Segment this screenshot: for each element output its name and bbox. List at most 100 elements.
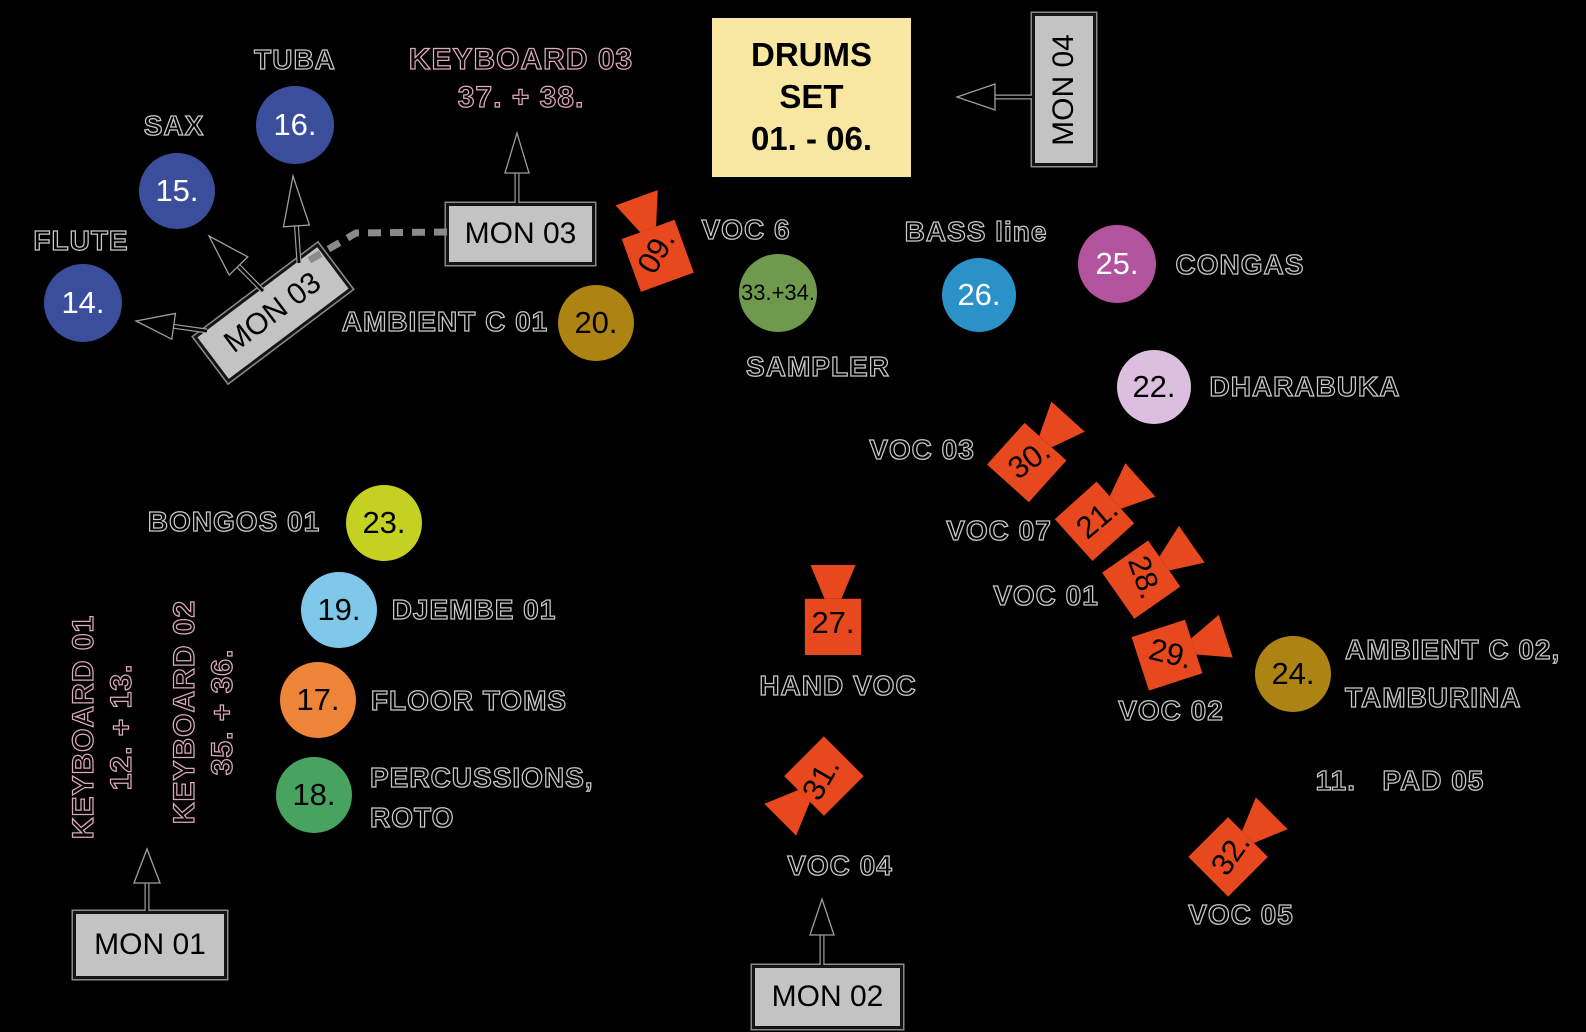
flute-number: 14. [61, 285, 105, 320]
mic-31: 31. [747, 723, 877, 853]
pad-05-label: 11. PAD 05 [1315, 764, 1485, 798]
ambient-c-01-circle: 20. [558, 285, 634, 361]
mic-32: 32. [1175, 780, 1305, 910]
bongos-01-number: 23. [362, 505, 406, 540]
voc-02-label-line: VOC 02 [1118, 694, 1224, 726]
arrow-mon04-left [954, 83, 1032, 111]
ambient-c-01-number: 20. [574, 305, 618, 340]
keyboard-02-label-line: 35. + 36. [205, 648, 239, 776]
voc-04-label-line: VOC 04 [787, 849, 893, 881]
arrow-mon03-to-sax [207, 234, 265, 293]
bongos-01-label-line: BONGOS 01 [147, 505, 321, 537]
arrow-mon03-to-tuba [282, 173, 311, 264]
keyboard-01-label-line: KEYBOARD 01 [66, 614, 100, 840]
flute-label: FLUTE [33, 224, 128, 258]
mon-04: MON 04 [1032, 13, 1096, 166]
mic-30: 30. [973, 385, 1103, 515]
hand-voc-label: HAND VOC [759, 669, 917, 703]
mon-03-label: MON 03 [464, 217, 577, 250]
sax-label-line: SAX [143, 109, 205, 141]
bongos-01-circle: 23. [346, 485, 422, 561]
djembe-01-circle: 19. [301, 572, 377, 648]
sax-circle: 15. [139, 153, 215, 229]
congas-label: CONGAS [1175, 248, 1305, 282]
congas-label-line: CONGAS [1175, 248, 1305, 280]
bass-line-number: 26. [957, 277, 1001, 312]
ambient-c-02-label-line: AMBIENT C 02, [1344, 633, 1561, 665]
dharabuka-number: 22. [1132, 369, 1176, 404]
voc-6-label: VOC 6 [701, 213, 790, 247]
tuba-label: TUBA [253, 43, 336, 77]
keyboard-03-label-line: KEYBOARD 03 [408, 42, 634, 76]
pad-05-label-line: 11. PAD 05 [1315, 764, 1485, 796]
floor-toms-circle: 17. [280, 662, 356, 738]
percussions-label: PERCUSSIONS,ROTO [369, 758, 594, 838]
dharabuka-label-line: DHARABUKA [1209, 370, 1401, 402]
mic-30-icon [986, 401, 1085, 503]
dharabuka-circle: 22. [1117, 350, 1191, 424]
arrow-mon03-to-keyboard03 [504, 130, 530, 203]
mon-04-label: MON 04 [1047, 33, 1081, 146]
mon-01-label: MON 01 [94, 928, 206, 961]
voc-07-label-line: VOC 07 [946, 514, 1052, 546]
djembe-01-number: 19. [317, 592, 361, 627]
ambient-c-02-label-line: TAMBURINA [1344, 681, 1522, 713]
sampler-number: 33.+34. [740, 280, 815, 305]
sampler-label-line: SAMPLER [745, 350, 890, 382]
keyboard-03-label: KEYBOARD 03 37. + 38. [408, 41, 634, 117]
voc-05-label-line: VOC 05 [1188, 898, 1294, 930]
keyboard-01-label-line: 12. + 13. [104, 663, 138, 791]
mic-27-icon [804, 565, 862, 655]
bass-line-label-line: BASS line [904, 215, 1048, 247]
bongos-01-label: BONGOS 01 [147, 505, 321, 539]
mic-32-icon [1188, 797, 1288, 897]
flute-label-line: FLUTE [33, 224, 129, 256]
floor-toms-label: FLOOR TOMS [370, 684, 567, 718]
mic-29: 29. [1126, 591, 1241, 708]
percussions-circle: 18. [276, 757, 352, 833]
keyboard-02-label-line: KEYBOARD 02 [167, 599, 201, 825]
congas-circle: 25. [1078, 225, 1156, 303]
voc-01-label: VOC 01 [993, 579, 1099, 613]
mic-21: 21. [1042, 445, 1172, 575]
ambient-c-01-label: AMBIENT C 01 [341, 305, 549, 339]
djembe-01-label-line: DJEMBE 01 [391, 593, 557, 625]
arrow-mon02-up [809, 896, 835, 965]
ambient-c-01-label-line: AMBIENT C 01 [341, 305, 549, 337]
mon-01: MON 01 [73, 911, 227, 979]
floor-toms-number: 17. [296, 682, 340, 717]
mon-02: MON 02 [752, 965, 903, 1029]
dharabuka-label: DHARABUKA [1209, 370, 1401, 404]
tuba-label-line: TUBA [253, 43, 336, 75]
voc-04-label: VOC 04 [787, 849, 893, 883]
percussions-number: 18. [292, 777, 336, 812]
mic-27: 27. [786, 565, 880, 655]
percussions-label-line: ROTO [369, 801, 455, 833]
sax-label: SAX [143, 109, 205, 143]
ambient-c-02-number: 24. [1271, 656, 1315, 691]
mic-21-icon [1054, 463, 1156, 562]
drums-set-line: SET [779, 78, 844, 115]
voc-07-label: VOC 07 [946, 514, 1052, 548]
mic-09: 09. [592, 182, 711, 299]
voc-6-label-line: VOC 6 [701, 213, 791, 245]
mon-03-rotated: MON 03 [193, 242, 353, 384]
keyboard-03-label-line: 37. + 38. [457, 80, 585, 114]
voc-02-label: VOC 02 [1118, 694, 1224, 728]
voc-05-label: VOC 05 [1188, 898, 1294, 932]
mic-27-number: 27. [811, 605, 855, 640]
bass-line-label: BASS line [904, 215, 1048, 249]
drums-set-line: 01. - 06. [750, 120, 873, 157]
hand-voc-label-line: HAND VOC [759, 669, 917, 701]
mon-03: MON 03 [446, 203, 595, 265]
sampler-label: SAMPLER [745, 350, 890, 384]
voc-03-label-line: VOC 03 [869, 433, 975, 465]
mon-03-rotated-label: MON 03 [218, 265, 328, 360]
mic-29-icon [1131, 614, 1233, 691]
mic-09-icon [615, 190, 694, 292]
djembe-01-label: DJEMBE 01 [391, 593, 557, 627]
ambient-c-02-label: AMBIENT C 02, TAMBURINA [1344, 626, 1561, 722]
